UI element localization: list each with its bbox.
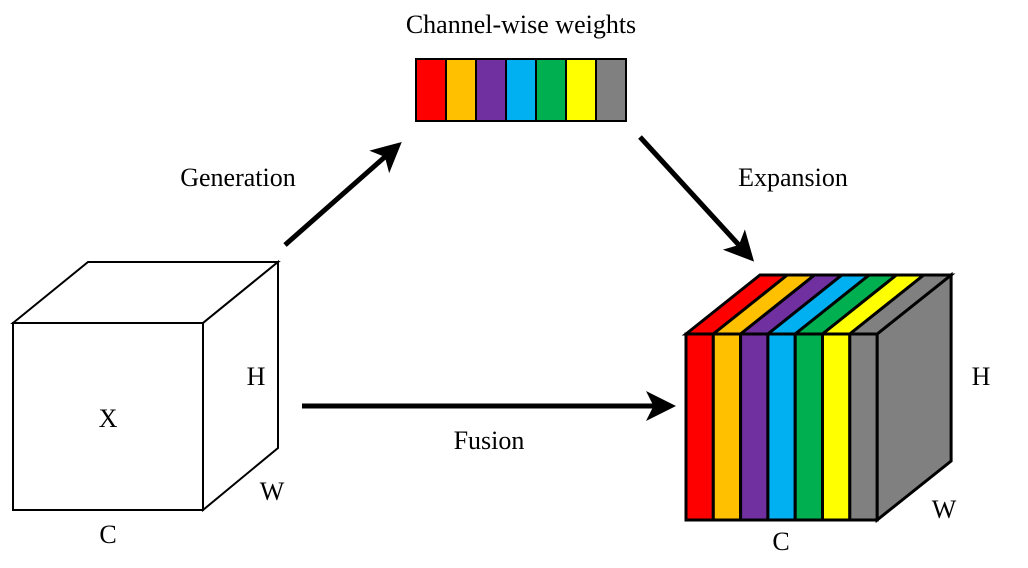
channel-slab-front-4 bbox=[766, 332, 797, 522]
input-height-label: H bbox=[247, 362, 266, 391]
channel-slab-front-7 bbox=[848, 332, 879, 522]
weight-cell-7 bbox=[595, 58, 627, 122]
input-cube-name: X bbox=[99, 404, 118, 433]
input-cube-front-face bbox=[12, 322, 204, 511]
expansion-arrow bbox=[638, 135, 755, 262]
output-channel-label: C bbox=[772, 527, 789, 556]
weight-cell-4 bbox=[505, 58, 537, 122]
channel-slab-front-5 bbox=[793, 332, 825, 522]
generation-arrow bbox=[283, 142, 402, 247]
output-width-label: W bbox=[932, 495, 957, 524]
weight-cell-3 bbox=[475, 58, 507, 122]
fusion-label: Fusion bbox=[454, 426, 525, 455]
input-cube bbox=[10, 259, 281, 513]
channel-slab-front-2 bbox=[711, 332, 743, 522]
weights-title: Channel-wise weights bbox=[406, 10, 636, 39]
generation-label: Generation bbox=[180, 163, 296, 192]
expansion-label: Expansion bbox=[738, 163, 848, 192]
input-width-label: W bbox=[260, 477, 285, 506]
channel-slab-front-6 bbox=[821, 332, 852, 522]
channel-slab-front-3 bbox=[739, 332, 770, 522]
weight-cell-1 bbox=[415, 58, 447, 122]
channel-slab-front-1 bbox=[684, 332, 715, 522]
output-cube bbox=[681, 271, 956, 524]
channel-weights-bar bbox=[415, 58, 627, 122]
input-channel-label: C bbox=[99, 520, 116, 549]
weight-cell-5 bbox=[535, 58, 567, 122]
output-height-label: H bbox=[972, 362, 991, 391]
weight-cell-2 bbox=[445, 58, 477, 122]
weight-cell-6 bbox=[565, 58, 597, 122]
